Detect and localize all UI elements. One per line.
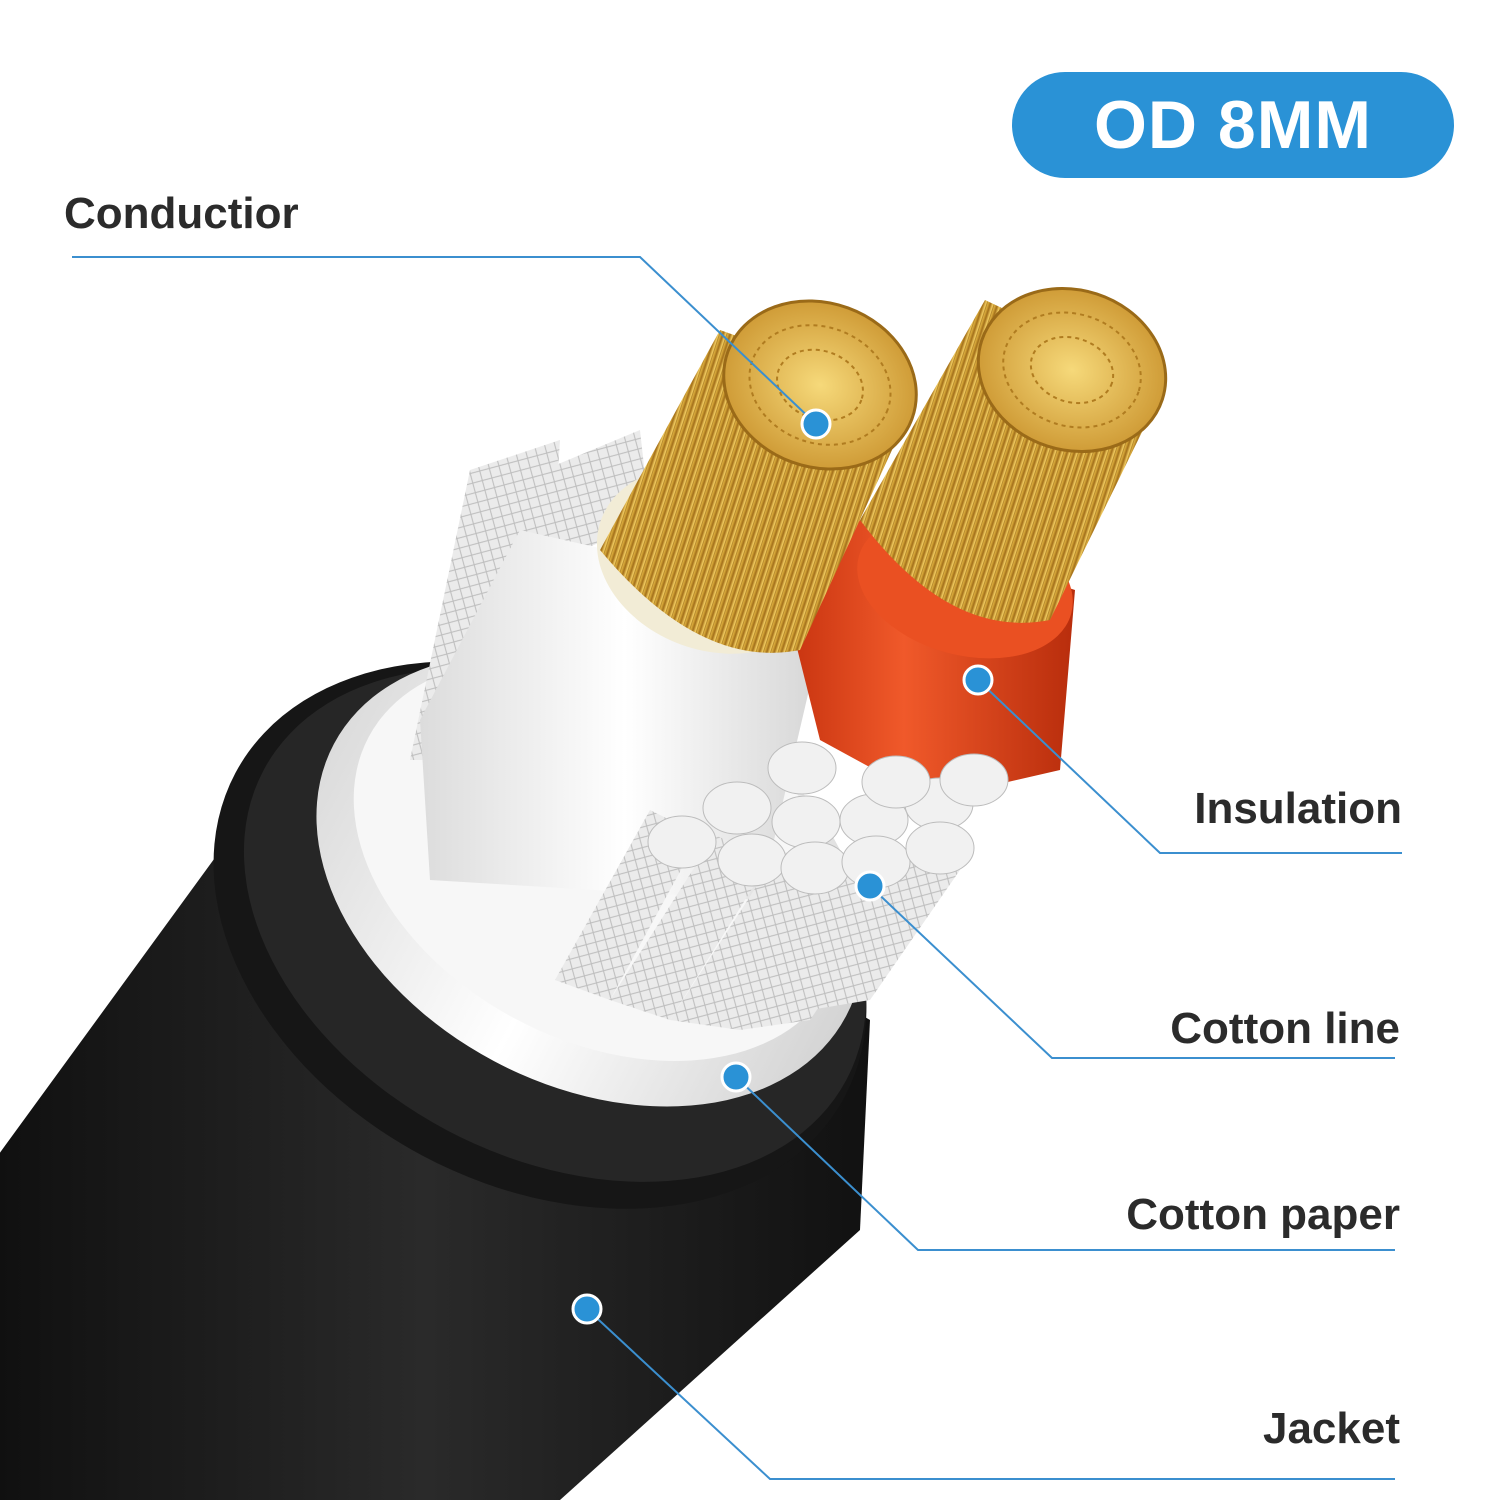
marker-dots bbox=[571, 408, 994, 1325]
leader-line-cotton-line bbox=[869, 885, 1395, 1059]
marker-dot-cotton-line bbox=[854, 870, 886, 902]
marker-dot-cotton-paper bbox=[720, 1061, 752, 1093]
leader-line-cotton-paper bbox=[735, 1076, 1395, 1251]
od-size-badge: OD 8MM bbox=[1012, 72, 1454, 178]
label-cotton-line: Cotton line bbox=[1170, 1004, 1400, 1053]
label-jacket: Jacket bbox=[1262, 1404, 1400, 1453]
left-conductor bbox=[600, 299, 918, 653]
marker-dot-conductor bbox=[800, 408, 832, 440]
right-conductor bbox=[860, 286, 1168, 623]
marker-dot-jacket bbox=[571, 1293, 603, 1325]
label-cotton-paper: Cotton paper bbox=[1126, 1190, 1400, 1239]
leader-lines bbox=[72, 256, 1402, 1480]
leader-line-jacket bbox=[586, 1308, 1395, 1480]
label-conductor: Conductior bbox=[64, 189, 299, 238]
label-insulation: Insulation bbox=[1194, 784, 1402, 833]
od-size-badge-text: OD 8MM bbox=[1094, 87, 1372, 163]
cotton-line-bundle bbox=[555, 741, 1009, 1030]
marker-dot-insulation bbox=[962, 664, 994, 696]
leader-line-conductor bbox=[72, 256, 817, 425]
leader-line-insulation bbox=[977, 679, 1402, 854]
